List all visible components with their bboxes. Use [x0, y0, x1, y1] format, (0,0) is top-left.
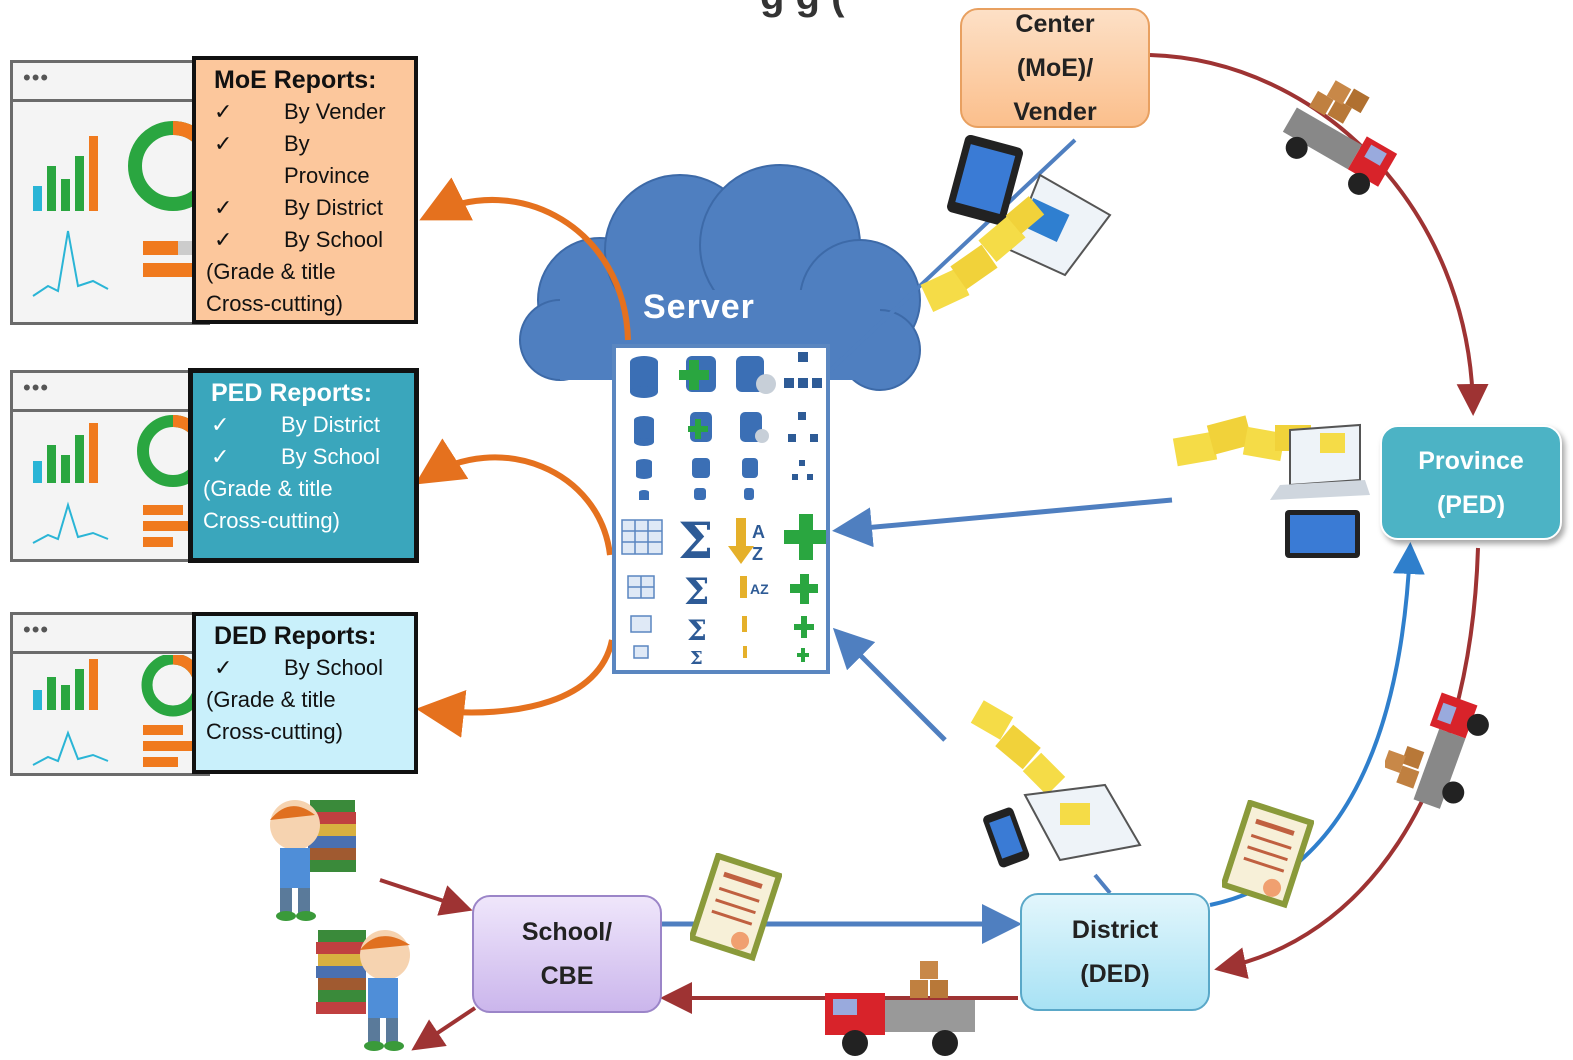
delivery-truck-icon: [825, 961, 975, 1056]
ded-reports-title: DED Reports:: [214, 622, 377, 650]
svg-text:Σ: Σ: [678, 511, 713, 570]
moe-item-by: By: [284, 131, 310, 156]
form-document-icon: [1222, 800, 1314, 909]
header-fragment: g g (: [760, 0, 844, 19]
moe-item-district: By District: [284, 195, 383, 220]
dashboard-charts-icon: [32, 655, 205, 767]
check-icon: ✓: [214, 99, 233, 124]
window-dots-icon: •••: [23, 375, 50, 400]
check-icon: ✓: [211, 444, 230, 469]
laptop-folders-icon: [970, 700, 1142, 868]
student-with-books-icon: [316, 930, 410, 1051]
ped-item-district: By District: [281, 412, 380, 437]
server-label: Server: [643, 288, 755, 326]
window-dots-icon: •••: [23, 617, 50, 642]
delivery-truck-icon: [1385, 692, 1489, 809]
moe-item-vender: By Vender: [284, 99, 386, 124]
server-cloud: [519, 164, 921, 391]
link-district-to-device: [1093, 873, 1112, 895]
district-node-line1: District: [1071, 916, 1159, 944]
form-document-icon: [690, 853, 782, 962]
center-moe-node: Center (MoE)/ Vender: [960, 8, 1150, 128]
arrow-district-to-server: [832, 627, 947, 742]
province-node-line2: (PED): [1436, 490, 1506, 519]
center-node-line3: Vender: [1013, 98, 1097, 126]
dashboard-window-moe: •••: [10, 60, 210, 325]
moe-reports-title: MoE Reports:: [214, 66, 377, 94]
check-icon: ✓: [214, 131, 233, 156]
student-with-books-icon: [270, 800, 356, 921]
school-node-line1: School/: [521, 918, 613, 946]
delivery-truck-icon: [1282, 80, 1398, 195]
arrow-student-to-school: [379, 878, 473, 916]
arrow-school-to-student: [411, 1006, 477, 1051]
server-tools-icons: Σ Σ Σ Σ AZ AZ: [621, 352, 828, 669]
moe-item-province: Province: [284, 163, 370, 188]
province-ped-node: Province (PED): [1380, 425, 1562, 540]
check-icon: ✓: [214, 195, 233, 220]
svg-text:Σ: Σ: [687, 614, 707, 647]
plus-icon: [784, 514, 828, 662]
moe-note-1: (Grade & title: [206, 259, 336, 284]
hierarchy-icon: [784, 352, 822, 480]
moe-note-2: Cross-cutting): [206, 291, 343, 316]
ded-note-1: (Grade & title: [206, 687, 336, 712]
dashboard-charts-icon: [32, 415, 208, 547]
check-icon: ✓: [214, 655, 233, 680]
laptop-folders-icon: [1172, 415, 1370, 558]
window-dots-icon: •••: [23, 65, 50, 90]
grid-table-icon: [621, 519, 663, 659]
arrow-province-to-server: [832, 497, 1173, 548]
province-node-line1: Province: [1418, 446, 1524, 475]
school-node-line2: CBE: [540, 962, 594, 990]
ded-item-school: By School: [284, 655, 384, 680]
database-add-icon: [679, 356, 716, 500]
svg-text:Σ: Σ: [684, 571, 709, 613]
district-ded-node: District (DED): [1020, 893, 1210, 1011]
arrow-server-to-ped: [414, 438, 613, 556]
database-icon: [630, 356, 658, 500]
arrow-province-to-district: [1214, 547, 1480, 979]
moe-reports-box: MoE Reports: ✓ By Vender ✓ By Province ✓ By…: [192, 56, 418, 324]
sort-az-icon: AZ AZ: [728, 518, 769, 658]
database-backup-icon: [736, 356, 776, 500]
svg-text:Z: Z: [752, 544, 763, 564]
check-icon: ✓: [214, 227, 233, 252]
link-center-to-server: [818, 138, 1077, 382]
sigma-icon: Σ Σ Σ Σ: [678, 511, 713, 669]
ped-item-school: By School: [281, 444, 381, 469]
svg-text:Σ: Σ: [690, 648, 703, 669]
district-node-line2: (DED): [1080, 960, 1150, 988]
ded-reports-box: DED Reports: ✓ By School (Grade & title C…: [192, 612, 418, 774]
ded-note-2: Cross-cutting): [206, 719, 343, 744]
center-node-line1: Center: [1015, 10, 1095, 38]
svg-text:AZ: AZ: [750, 581, 769, 597]
dashboard-window-ded: •••: [10, 612, 210, 776]
ped-note-1: (Grade & title: [203, 476, 333, 501]
check-icon: ✓: [211, 412, 230, 437]
dashboard-window-ped: •••: [10, 370, 210, 562]
school-cbe-node: School/ CBE: [472, 895, 662, 1013]
dashboard-charts-icon: [32, 121, 208, 297]
laptop-folders-icon: [920, 135, 1112, 313]
ped-reports-title: PED Reports:: [211, 379, 373, 407]
center-node-line2: (MoE)/: [1016, 54, 1094, 82]
svg-text:A: A: [752, 522, 765, 542]
ped-reports-box: PED Reports: ✓ By District ✓ By School (Gr…: [188, 368, 419, 563]
moe-item-school: By School: [284, 227, 384, 252]
arrow-server-to-moe: [419, 177, 631, 341]
ped-note-2: Cross-cutting): [203, 508, 340, 533]
arrow-server-to-ded: [416, 639, 615, 738]
